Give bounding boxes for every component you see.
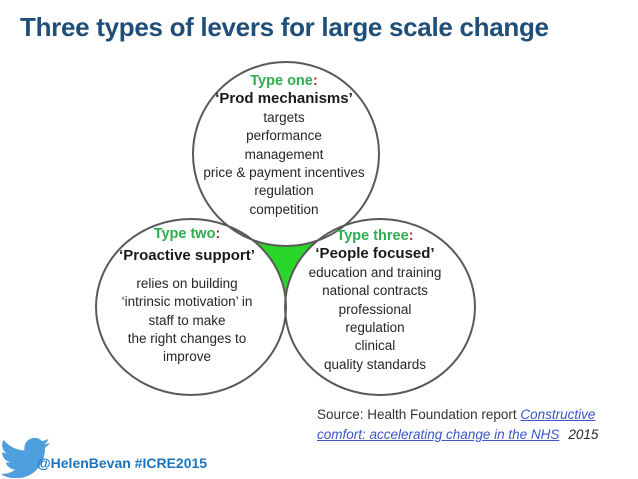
type-one-colon: : [312, 73, 318, 89]
circle-top-line: targets [263, 109, 305, 125]
type-two-label: Type two: [92, 225, 282, 243]
circle-top-line: management [244, 146, 324, 162]
type-two-colon: : [215, 226, 221, 242]
source-year: 2015 [568, 427, 599, 442]
circle-left-line: ‘intrinsic motivation’ in [121, 294, 253, 310]
circle-left-line: the right changes to [127, 331, 247, 347]
top-circle-fill [193, 62, 379, 246]
circle-right-line: professional [338, 301, 412, 317]
circle-right-heading: ‘People focused’ [315, 245, 435, 263]
top-circle [192, 61, 380, 247]
source-line-1: Source: Health Foundation report Constru… [317, 405, 637, 425]
circle-left-line: relies on building [136, 275, 238, 291]
circle-left-line: staff to make [148, 312, 226, 328]
circle-top-line: competition [249, 201, 319, 217]
source-report-link[interactable]: Constructive [520, 407, 596, 422]
page-title: Three types of levers for large scale ch… [20, 12, 549, 42]
source-prefix: Source: Health Foundation report [317, 407, 521, 422]
type-one-label-text: Type one [250, 73, 313, 89]
circle-top-line: performance [246, 128, 322, 144]
twitter-handle: @HelenBevan #ICRE2015 [37, 455, 208, 471]
circle-right-line: national contracts [322, 283, 428, 299]
twitter-bird-icon [2, 437, 50, 478]
circle-top-heading: ‘Prod mechanisms’ [215, 90, 353, 108]
circle-left-line: improve [162, 349, 211, 365]
type-three-label: Type three: [280, 227, 470, 245]
type-one-label: Type one: [189, 72, 379, 90]
source-line-2: comfort: accelerating change in the NHS 2… [317, 425, 637, 445]
type-three-colon: : [408, 228, 414, 244]
circle-right-line: clinical [354, 338, 396, 354]
source-report-link[interactable]: comfort: accelerating change in the NHS [317, 427, 560, 442]
circle-top-line: price & payment incentives [203, 165, 365, 181]
circle-left-heading: ‘Proactive support’ [119, 247, 255, 265]
type-three-label-text: Type three [336, 228, 409, 244]
type-two-label-text: Type two [153, 226, 216, 242]
circle-top-text: Type one: ‘Prod mechanisms’ targets perf… [189, 72, 379, 219]
circle-right-line: regulation [345, 320, 405, 336]
right-circle-fill [285, 219, 475, 395]
circle-right-text: Type three: ‘People focused’ education a… [280, 227, 470, 374]
circle-left-text: Type two: ‘Proactive support’ relies on … [92, 225, 282, 367]
circle-right-line: education and training [308, 264, 442, 280]
right-circle [284, 218, 476, 396]
left-circle-fill [96, 219, 286, 395]
source-citation: Source: Health Foundation report Constru… [317, 405, 637, 445]
circle-right-line: quality standards [323, 356, 427, 372]
circle-top-line: regulation [254, 183, 314, 199]
